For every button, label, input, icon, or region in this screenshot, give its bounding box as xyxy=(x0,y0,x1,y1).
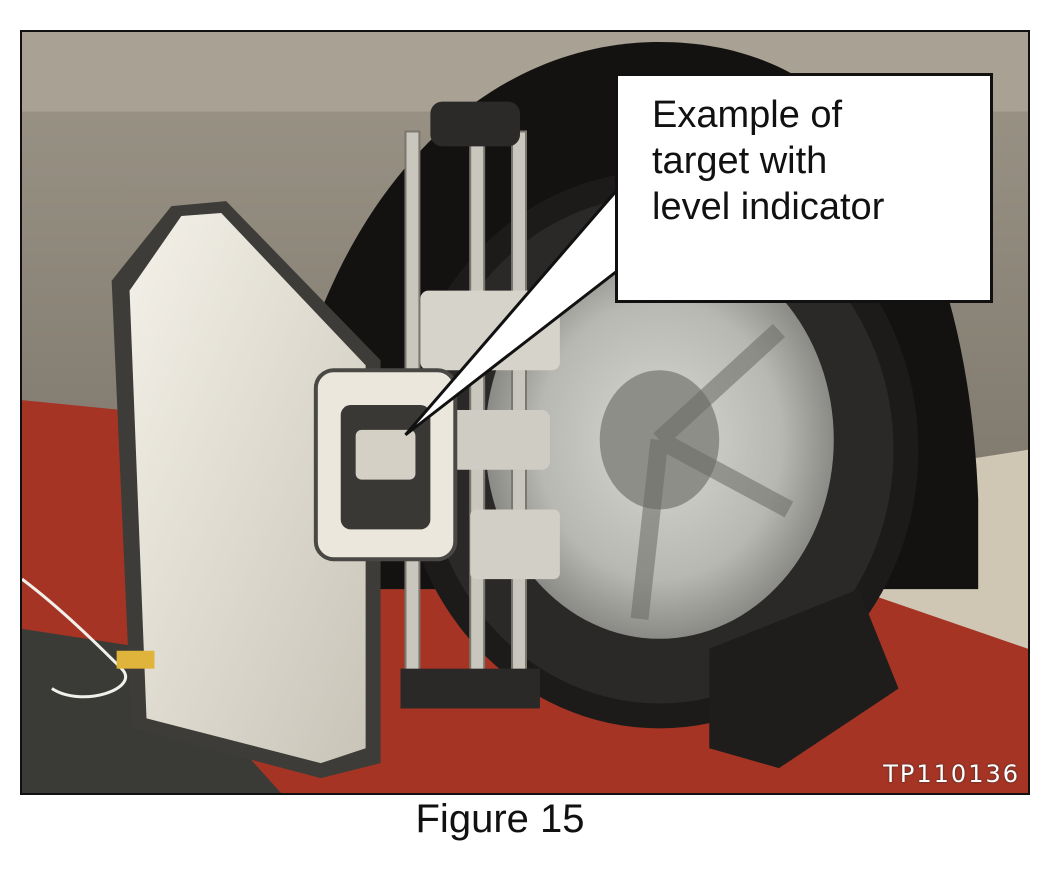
callout-box: Example of target with level indicator xyxy=(615,73,993,303)
callout-line-1: Example of xyxy=(652,94,843,136)
wheel-target-photo xyxy=(22,32,1028,793)
callout-line-2: target with xyxy=(652,140,828,182)
photo-code-label: TP110136 xyxy=(883,760,1020,788)
figure-caption: Figure 15 xyxy=(415,797,585,841)
photo-frame: TP110136 xyxy=(20,30,1030,795)
callout-line-3: level indicator xyxy=(652,186,885,228)
